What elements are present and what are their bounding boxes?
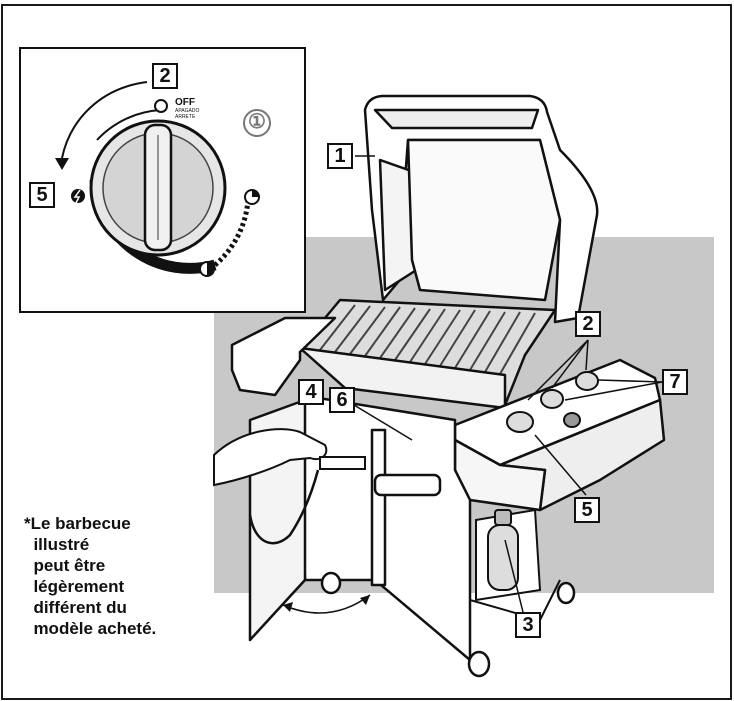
step-marker-circle bbox=[243, 109, 271, 137]
disclaimer-line: peut être bbox=[24, 556, 106, 575]
casters bbox=[320, 571, 576, 678]
hand-igniting bbox=[213, 428, 366, 487]
disclaimer-line: *Le barbecue bbox=[24, 514, 131, 533]
disclaimer-line: différent du bbox=[24, 598, 127, 617]
door-swing-arrow bbox=[282, 594, 371, 614]
step-marker: ① bbox=[248, 111, 266, 133]
rotation-arrowhead bbox=[55, 158, 69, 170]
off-label: OFF bbox=[175, 97, 195, 108]
off-sublabel-french: ARRETE bbox=[175, 114, 196, 120]
inset-callout-2: 2 bbox=[152, 63, 178, 89]
igniter-callout-6: 6 bbox=[329, 387, 355, 413]
disclaimer-line: légèrement bbox=[24, 577, 125, 596]
off-sublabel-spanish: APAGADO bbox=[175, 108, 200, 114]
control-panel bbox=[453, 358, 666, 512]
disclaimer-line: modèle acheté. bbox=[24, 619, 157, 638]
disclaimer-line: illustré bbox=[24, 535, 90, 554]
panel-callout-7: 7 bbox=[662, 369, 688, 395]
igniter-callout-4: 4 bbox=[298, 379, 324, 405]
igniter-wire bbox=[248, 469, 320, 545]
grill-lid bbox=[363, 94, 599, 324]
callout-leaders bbox=[353, 155, 663, 613]
inset-callout-5: 5 bbox=[29, 182, 55, 208]
rotation-arrow bbox=[61, 81, 148, 159]
off-position-icon bbox=[154, 99, 168, 113]
ignite-bolt bbox=[73, 189, 81, 204]
knob-callout-2: 2 bbox=[575, 311, 601, 337]
tank-callout-3: 3 bbox=[515, 612, 541, 638]
inset-control-knob bbox=[89, 119, 227, 257]
ignite-icon bbox=[71, 189, 85, 203]
burner-knobs bbox=[506, 371, 599, 433]
left-side-shelf bbox=[230, 316, 337, 397]
disclaimer-note: *Le barbecue illustré peut être légèreme… bbox=[24, 513, 224, 639]
knob-callout-5: 5 bbox=[574, 497, 600, 523]
lid-callout-1: 1 bbox=[327, 143, 353, 169]
